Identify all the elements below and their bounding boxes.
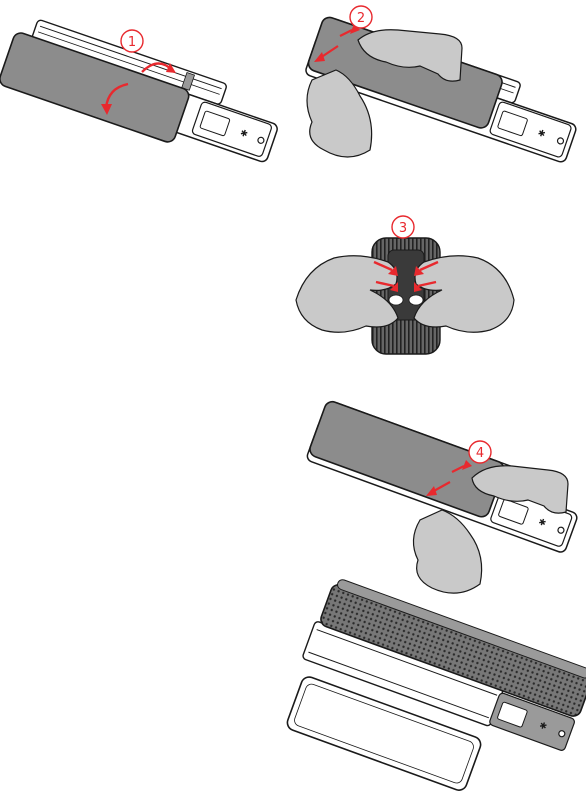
device-logo: ✱ — [238, 128, 248, 140]
step-3-illustration: 3 — [295, 215, 515, 355]
hand — [357, 29, 463, 82]
arrowhead — [101, 104, 112, 115]
arrowhead — [462, 460, 472, 470]
fingertip — [388, 294, 404, 306]
final-illustration: ✱ — [286, 579, 586, 791]
step-marker-2: 2 — [349, 5, 373, 29]
step-2-illustration: ✱ 2 — [305, 5, 577, 163]
fingertip — [408, 294, 424, 306]
left-hand — [295, 255, 399, 333]
step-1-illustration: ✱ 1 — [0, 19, 278, 163]
arrowhead — [350, 24, 360, 34]
device-body: ✱ — [302, 579, 586, 751]
step-marker-4: 4 — [468, 440, 492, 464]
step-number-3: 3 — [399, 221, 407, 236]
step-marker-1: 1 — [120, 29, 144, 53]
wipe-arrow — [339, 29, 353, 37]
step-marker-3: 3 — [391, 215, 415, 239]
cleaning-cloth — [412, 509, 483, 594]
arrowhead — [426, 486, 437, 496]
wipe-arrow — [451, 465, 465, 473]
pinch-arrows — [373, 260, 439, 292]
device-logo: ✱ — [536, 128, 546, 140]
step-4-illustration: ✱ 4 — [306, 400, 578, 594]
device-logo: ✱ — [537, 517, 548, 529]
hand — [471, 465, 569, 514]
detached-cover — [286, 676, 482, 791]
front-cover-panel — [0, 32, 190, 143]
arrowhead — [314, 52, 325, 62]
right-hand — [413, 255, 515, 333]
step-number-4: 4 — [476, 446, 484, 461]
cleaning-cloth — [306, 69, 373, 158]
step-number-2: 2 — [357, 11, 365, 26]
arrowhead — [166, 63, 176, 73]
device-logo: ✱ — [538, 721, 549, 733]
step-number-1: 1 — [128, 35, 136, 50]
